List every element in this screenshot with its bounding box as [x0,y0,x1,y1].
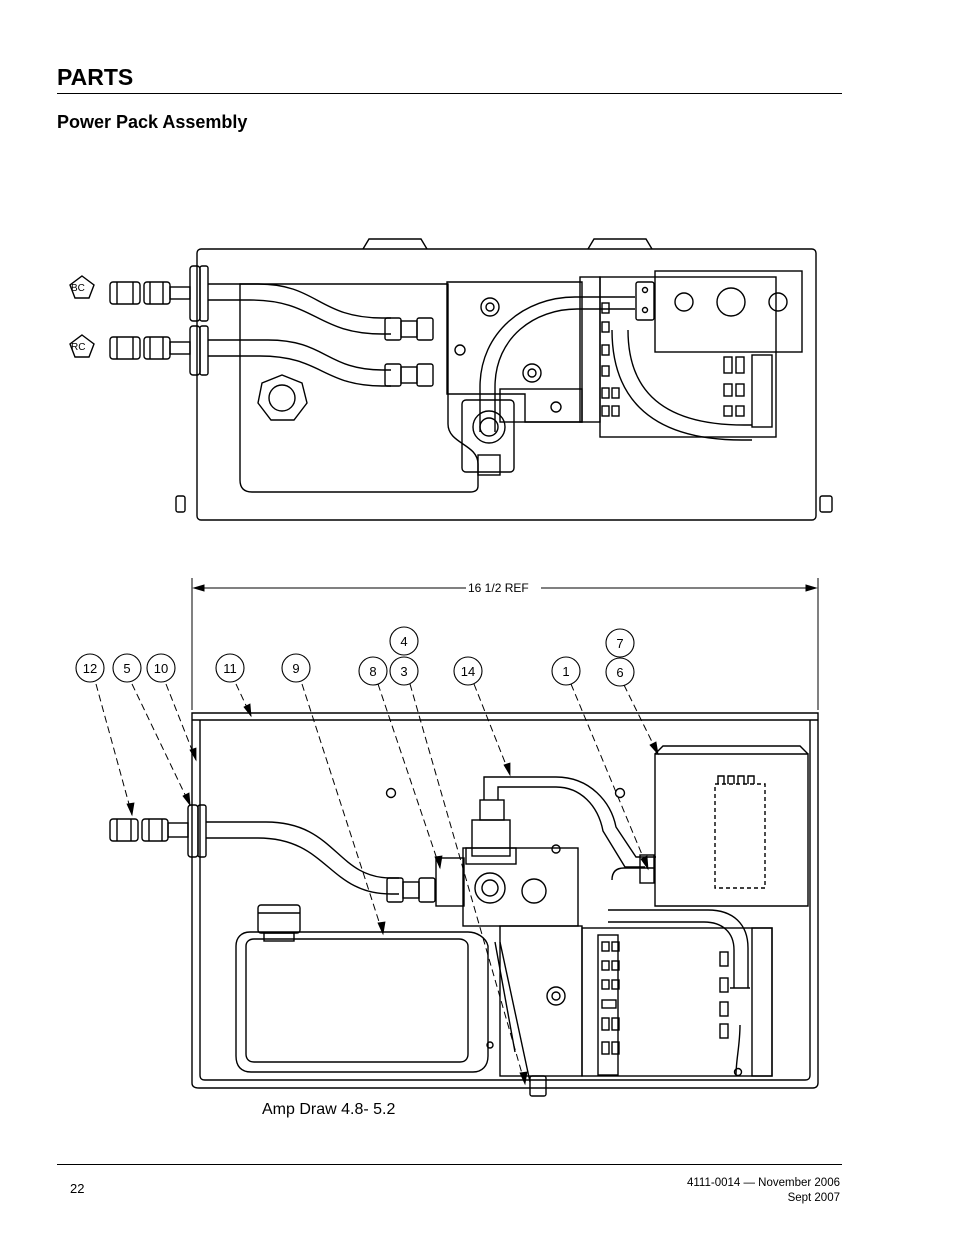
callout-balloons [75,626,635,687]
document-reference: 4111-0014 — November 2006 Sept 2007 [687,1176,840,1206]
callout-number: 7 [616,636,623,651]
rc-marker [69,334,95,358]
callout-number: 14 [461,664,475,679]
callout-number: 4 [400,634,407,649]
footer-rule [57,1164,842,1165]
callout-balloon-7 [605,628,635,658]
callout-number: 6 [616,665,623,680]
page-number: 22 [70,1181,85,1196]
callout-balloon-4 [389,626,419,656]
callout-leaders [95,683,659,1085]
callout-number: 12 [83,661,97,676]
rc-label: RC [71,342,85,353]
callout-arrowheads [126,703,659,1086]
callout-balloon-6 [605,657,635,687]
doc-ref-line2: Sept 2007 [787,1192,840,1204]
amp-draw-note: Amp Draw 4.8- 5.2 [262,1101,396,1118]
callout-number: 1 [562,664,569,679]
bc-label: BC [71,283,85,294]
top-view-drawing [109,238,833,521]
callout-numbers: 12 5 10 11 9 8 4 3 14 1 7 6 [83,634,624,680]
dimension-label: 16 1/2 REF [468,581,529,595]
callout-number: 9 [292,661,299,676]
callout-balloon-3 [389,656,419,686]
callout-number: 3 [400,664,407,679]
callout-balloon-11 [215,653,245,683]
callout-number: 11 [223,661,237,676]
callout-balloon-1 [551,656,581,686]
callout-number: 10 [154,661,168,676]
callout-balloon-9 [281,653,311,683]
callout-number: 5 [123,661,130,676]
side-view-drawing [109,712,819,1097]
bc-marker [69,275,95,299]
callout-balloon-8 [358,656,388,686]
callout-number: 8 [369,664,376,679]
section-title: PARTS [57,64,134,90]
dimension-line [191,578,819,710]
callout-balloon-10 [146,653,176,683]
callout-balloon-5 [112,653,142,683]
page-subtitle: Power Pack Assembly [57,112,248,132]
header-rule [57,93,842,94]
callout-balloon-12 [75,653,105,683]
callout-balloon-14 [453,656,483,686]
doc-ref-line1: 4111-0014 — November 2006 [686,1177,840,1189]
